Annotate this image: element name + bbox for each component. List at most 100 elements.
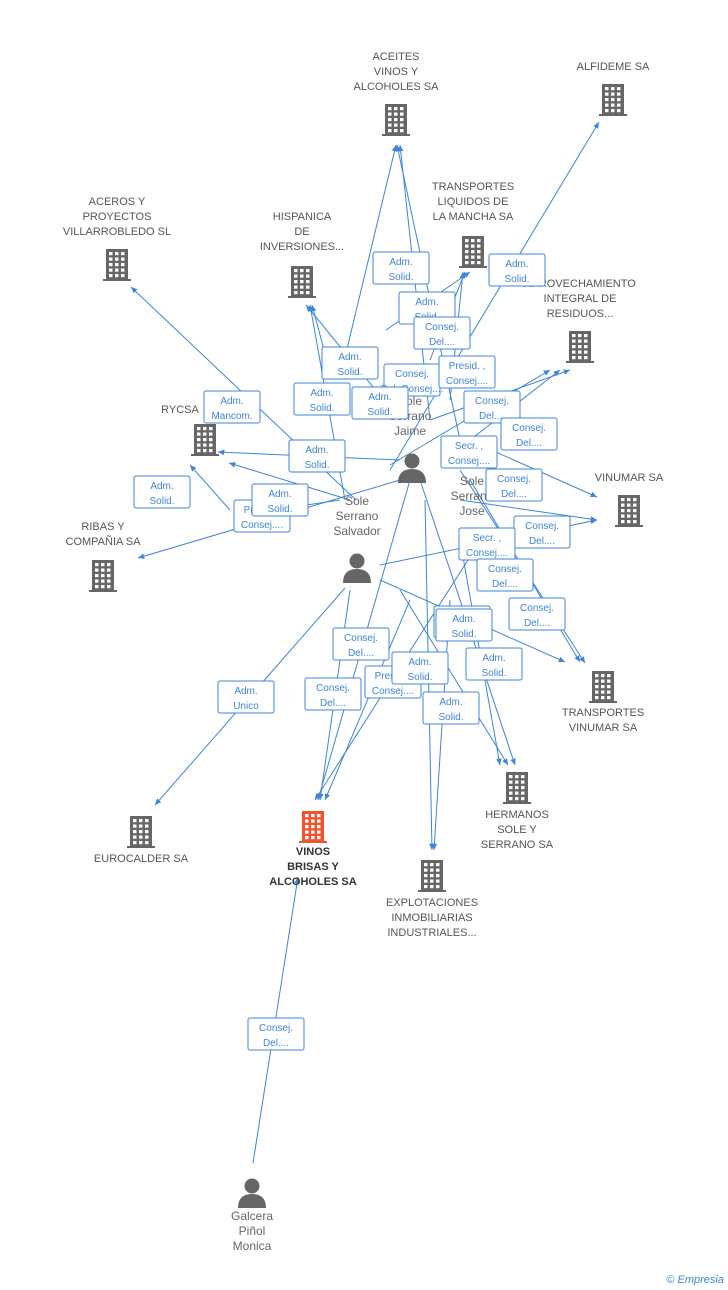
relation-box: [133, 475, 191, 509]
relation-label[interactable]: Secr. ,Consej....: [440, 435, 498, 469]
building-icon: [503, 772, 531, 804]
relation-text: Del....: [429, 337, 455, 348]
company-node-ribas[interactable]: RIBAS Y COMPAÑIA SA: [66, 521, 142, 592]
relation-label[interactable]: Adm.Solid.: [293, 382, 351, 416]
edge-line: [399, 589, 509, 766]
relation-text: Del....: [479, 411, 505, 422]
company-label: ALCOHOLES SA: [269, 876, 356, 888]
relation-box: [332, 627, 390, 661]
relation-label[interactable]: Consej.Del....: [247, 1017, 305, 1051]
relation-text: Secr. ,: [473, 533, 501, 544]
relation-text: Del.,Consej....: [381, 384, 444, 395]
relation-box: [438, 355, 496, 389]
relation-label[interactable]: Consej.Del....: [508, 597, 566, 631]
relation-label[interactable]: Adm.Solid.: [251, 483, 309, 517]
relation-text: Adm.: [150, 481, 173, 492]
relation-text: Solid.: [304, 460, 329, 471]
company-label: SERRANO SA: [481, 839, 554, 851]
relation-text: Consej....: [446, 376, 488, 387]
relation-text: Solid.: [309, 403, 334, 414]
company-label: RIBAS Y: [81, 521, 125, 533]
relation-label[interactable]: Consej.Del....: [476, 558, 534, 592]
relation-label[interactable]: Consej.Del....: [413, 316, 471, 350]
edge-line: [189, 464, 231, 511]
company-node-hispanica[interactable]: HISPANICADEINVERSIONES...: [260, 211, 344, 298]
company-label: VINUMAR SA: [569, 722, 638, 734]
person-label: Piñol: [239, 1224, 266, 1238]
copyright-symbol: ©: [666, 1274, 675, 1286]
relation-label[interactable]: Consej.Del....: [500, 417, 558, 451]
company-node-vinumar[interactable]: VINUMAR SA: [595, 472, 664, 527]
relation-text: Adm.: [505, 259, 528, 270]
relation-label[interactable]: Consej.Del....: [463, 390, 521, 424]
relation-label[interactable]: Consej.Del....: [485, 468, 543, 502]
building-icon: [566, 331, 594, 363]
company-node-explotaciones[interactable]: EXPLOTACIONESINMOBILIARIASINDUSTRIALES..…: [386, 860, 478, 939]
relation-text: Solid.: [451, 629, 476, 640]
relation-label[interactable]: Adm.Solid.: [391, 651, 449, 685]
relation-label[interactable]: Adm.Solid.: [422, 691, 480, 725]
company-node-eurocalder[interactable]: EUROCALDER SA: [94, 816, 189, 865]
relation-box: [321, 346, 379, 380]
relation-text: Del....: [263, 1038, 289, 1049]
company-label: INVERSIONES...: [260, 241, 344, 253]
building-icon: [89, 560, 117, 592]
relation-box: [435, 608, 493, 642]
company-label: VILLARROBLEDO SL: [63, 226, 171, 238]
relation-label[interactable]: Adm.Solid.: [133, 475, 191, 509]
company-label: HERMANOS: [485, 809, 549, 821]
relation-text: Consej.: [520, 603, 554, 614]
relation-label[interactable]: Secr. ,Consej....: [458, 527, 516, 561]
company-label: COMPAÑIA SA: [66, 535, 142, 548]
brand-watermark[interactable]: ©Empresia: [666, 1274, 724, 1286]
company-node-rycsa[interactable]: RYCSA: [161, 404, 219, 456]
relation-box: [413, 316, 471, 350]
relation-label[interactable]: Consej.Del....: [513, 515, 571, 549]
building-icon: [103, 249, 131, 281]
company-node-alfideme[interactable]: ALFIDEME SA: [577, 61, 650, 116]
edge-line: [324, 599, 411, 801]
person-icon: [238, 1178, 266, 1208]
relation-text: Consej.: [344, 633, 378, 644]
relation-label[interactable]: Adm.Solid.: [288, 439, 346, 473]
company-label: INMOBILIARIAS: [391, 912, 472, 924]
company-label: INTEGRAL DE: [544, 293, 617, 305]
building-icon: [599, 84, 627, 116]
relation-label[interactable]: Consej.Del....: [304, 677, 362, 711]
person-label: Galcera: [231, 1209, 273, 1223]
edge-line: [389, 121, 600, 471]
relation-text: Adm.: [234, 686, 257, 697]
relation-label[interactable]: Adm.Solid.: [372, 251, 430, 285]
relation-label[interactable]: Adm.Solid.: [321, 346, 379, 380]
relation-box: [203, 390, 261, 424]
relation-text: Solid.: [504, 274, 529, 285]
relation-label[interactable]: Adm.Mancom.: [203, 390, 261, 424]
relation-text: Consej....: [241, 520, 283, 531]
relation-label[interactable]: Adm.Solid.: [351, 386, 409, 420]
building-icon: [288, 266, 316, 298]
relation-label[interactable]: Adm. Solid.: [488, 253, 546, 287]
relation-label[interactable]: Consej.Del....: [332, 627, 390, 661]
relation-label[interactable]: Adm.Unico: [217, 680, 275, 714]
relation-box: [465, 647, 523, 681]
relation-text: Consej.: [316, 683, 350, 694]
relation-box: [247, 1017, 305, 1051]
building-icon: [615, 495, 643, 527]
relation-box: [476, 558, 534, 592]
relation-label[interactable]: Adm.Solid.: [435, 608, 493, 642]
relation-label[interactable]: Adm.Solid.: [465, 647, 523, 681]
relation-box: [288, 439, 346, 473]
relation-text: Consej....: [372, 686, 414, 697]
relation-label[interactable]: Presid. ,Consej....: [438, 355, 496, 389]
